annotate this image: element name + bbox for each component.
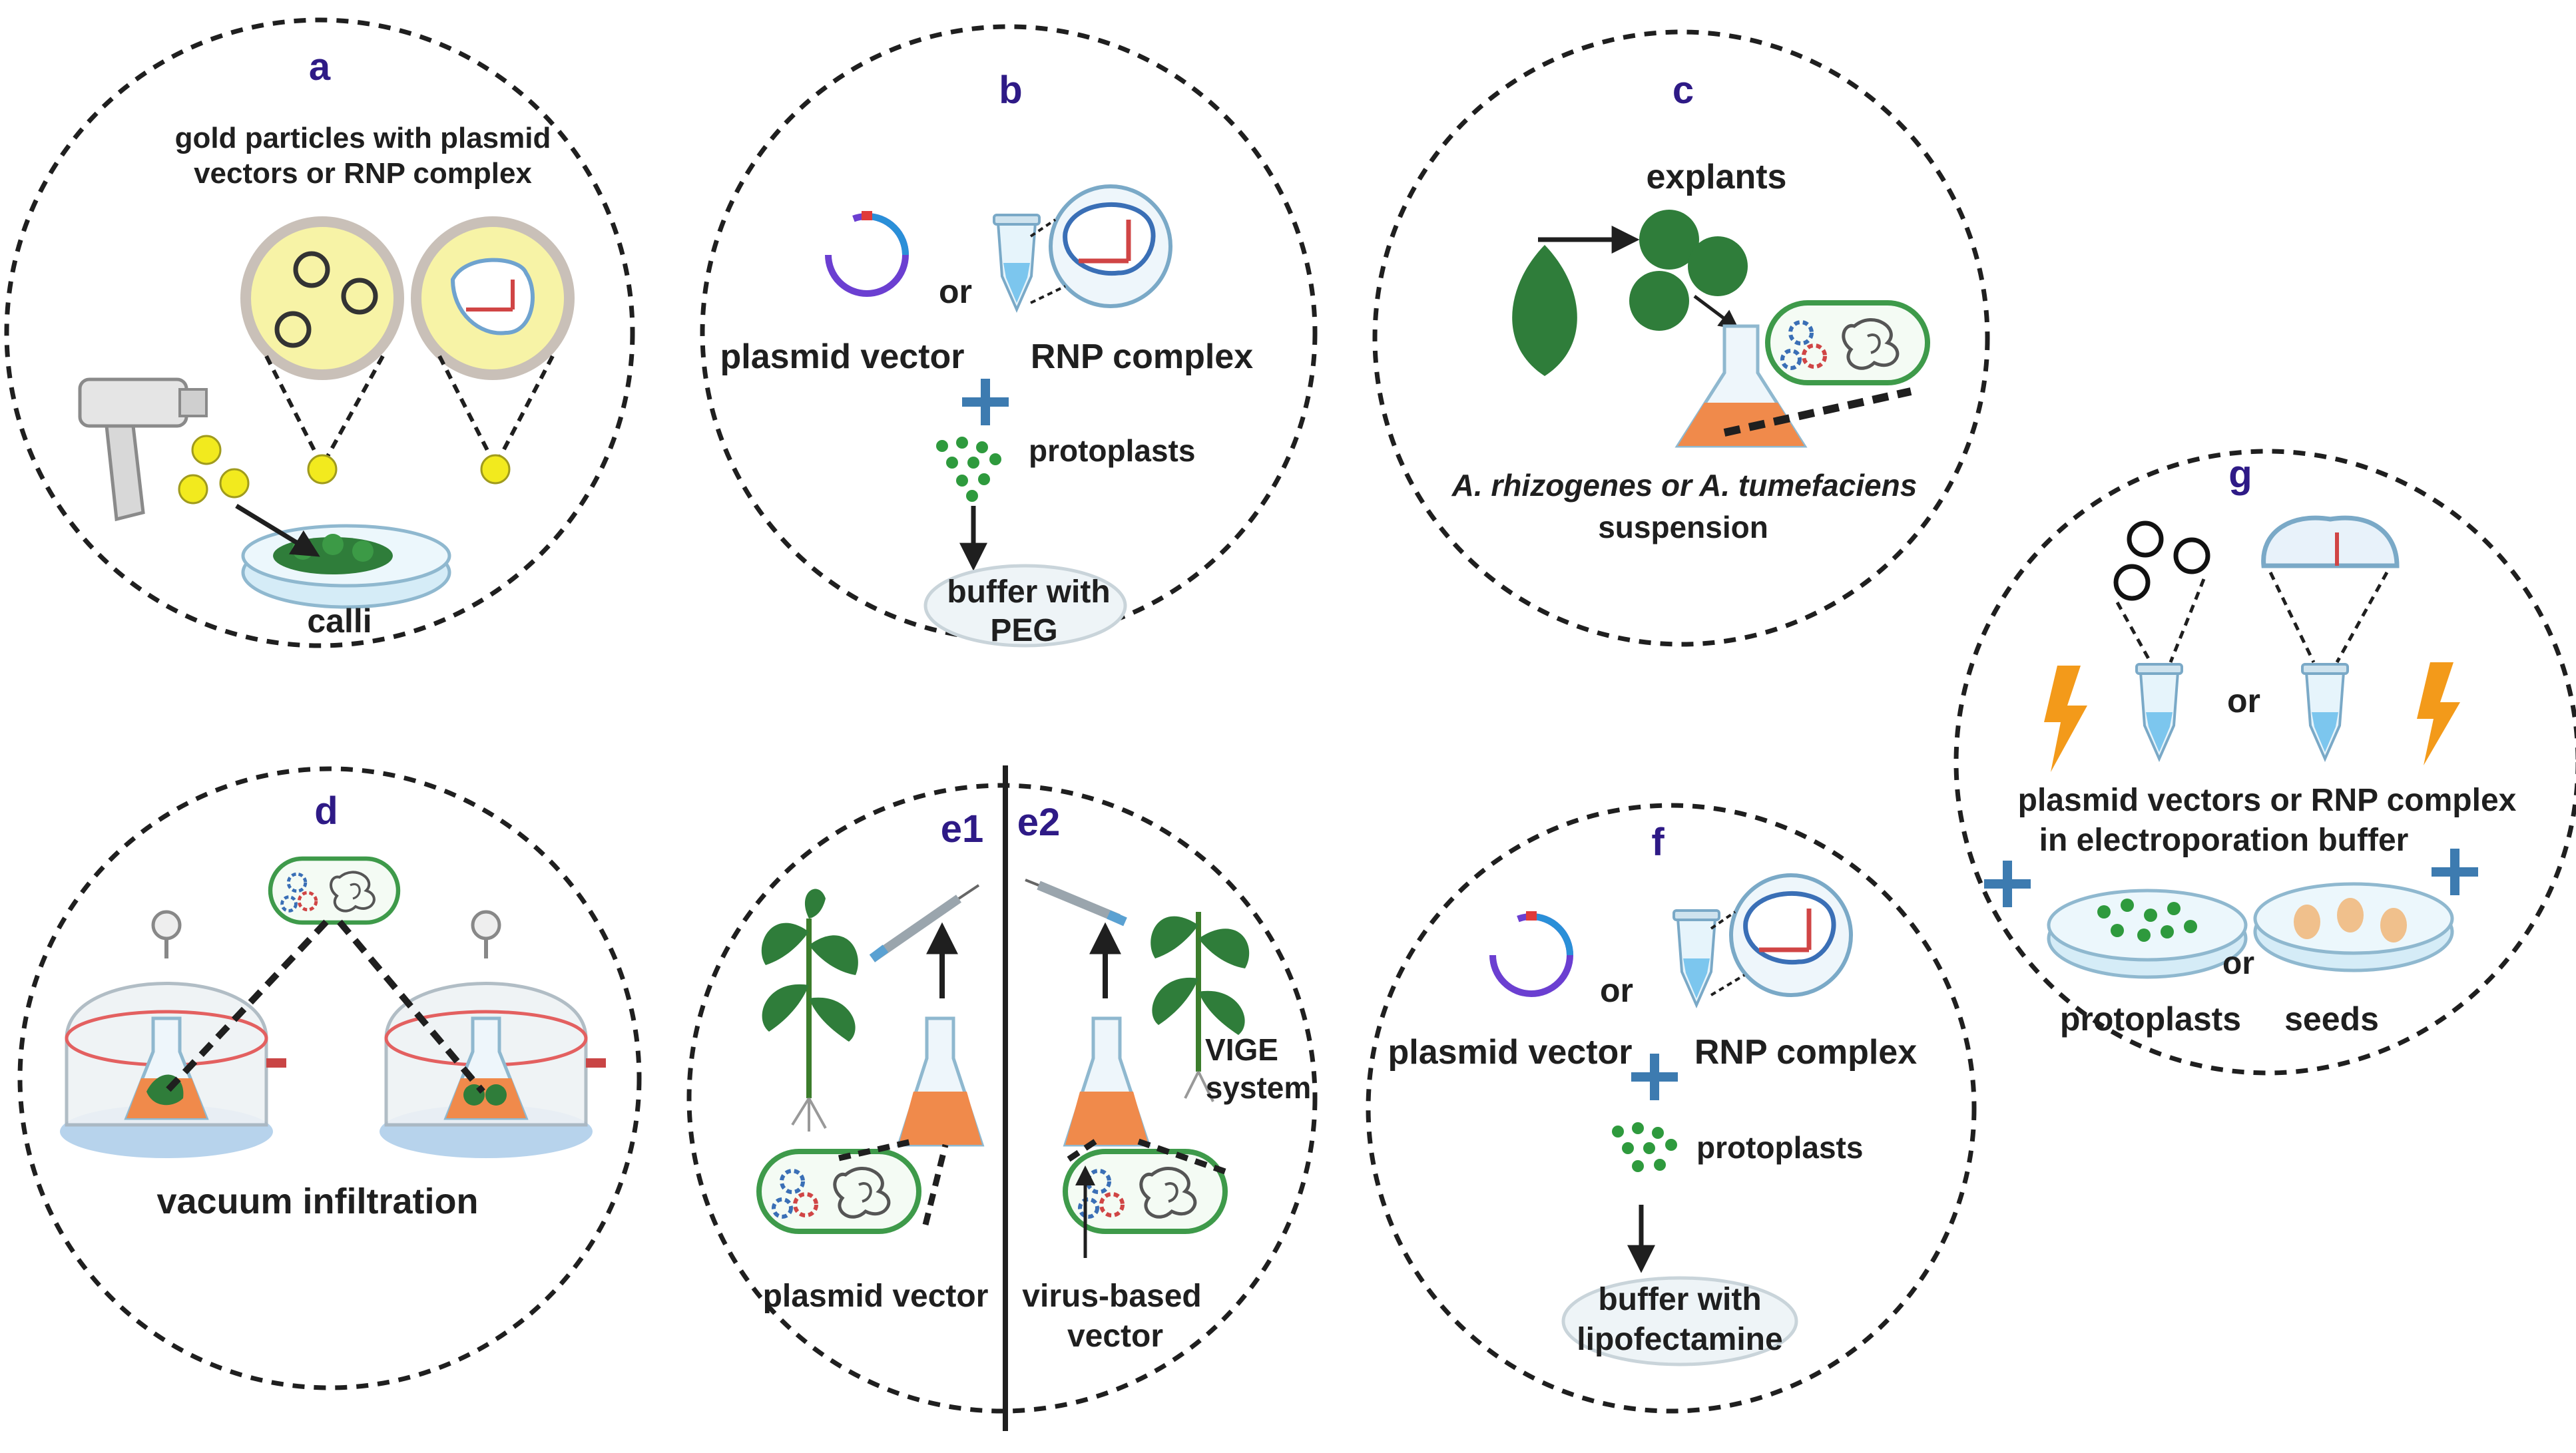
panel-a-letter: a bbox=[309, 45, 331, 89]
tube-icon bbox=[1673, 909, 1720, 1006]
panel-b-cells: protoplasts bbox=[1029, 433, 1195, 468]
petri-dish-calli-icon bbox=[241, 524, 451, 609]
panel-b: b or plasmid vector RNP complex protopla… bbox=[700, 24, 1318, 648]
petri-dish-icon bbox=[1561, 1276, 1798, 1366]
plus-icon bbox=[962, 379, 1009, 425]
panel-g-buffer-line2: in electroporation buffer bbox=[2039, 823, 2409, 858]
panel-e1-letter: e1 bbox=[941, 807, 984, 851]
vacuum-chamber-icon bbox=[60, 910, 286, 1158]
rnp-icon bbox=[1049, 184, 1172, 308]
lightning-icon bbox=[2044, 666, 2087, 772]
panel-e2-caption-line1: virus-based bbox=[1022, 1279, 1201, 1314]
explant-disc-icon bbox=[1639, 210, 1699, 270]
plasmid-small-icon bbox=[2173, 537, 2210, 574]
plant-icon bbox=[761, 889, 858, 1132]
panel-f-letter: f bbox=[1651, 821, 1665, 864]
panel-f-buffer-line2: lipofectamine bbox=[1577, 1322, 1782, 1357]
gold-particle-icon bbox=[480, 454, 511, 485]
protoplast-cluster-icon bbox=[1612, 1122, 1677, 1172]
gold-particle-plasmid-zoom-icon bbox=[240, 216, 404, 380]
panel-g-or-top: or bbox=[2227, 682, 2260, 720]
gene-gun-icon bbox=[78, 377, 208, 522]
seed-icon bbox=[2380, 908, 2407, 942]
plus-icon bbox=[2432, 849, 2478, 895]
panel-b-buffer-line1: buffer with bbox=[947, 574, 1110, 610]
panel-g: g or plasmid vectors or RNP complex in e… bbox=[1953, 449, 2576, 1076]
rnp-icon bbox=[2261, 515, 2400, 568]
plasmid-small-icon bbox=[2127, 520, 2164, 558]
plasmid-small-icon bbox=[2113, 564, 2151, 601]
panel-a-caption-line1: gold particles with plasmid bbox=[175, 122, 551, 154]
panel-g-letter: g bbox=[2228, 453, 2252, 496]
panel-f-buffer-line1: buffer with bbox=[1598, 1282, 1761, 1317]
bacterium-icon bbox=[759, 1151, 919, 1231]
syringe-icon bbox=[1025, 879, 1127, 927]
lightning-icon bbox=[2417, 662, 2460, 765]
panel-d-letter: d bbox=[314, 789, 338, 833]
tube-icon bbox=[2301, 663, 2349, 760]
flask-icon bbox=[896, 1016, 985, 1147]
petri-dish-protoplasts-icon bbox=[2047, 889, 2248, 979]
plasmid-icon bbox=[828, 211, 905, 294]
panel-a: a gold particles with plasmid vectors or… bbox=[4, 17, 635, 648]
seed-icon bbox=[2337, 898, 2364, 933]
gold-particle-icon bbox=[219, 468, 250, 499]
panel-f-left-label: plasmid vector bbox=[1388, 1033, 1632, 1072]
panel-e2-caption-line2: vector bbox=[1067, 1319, 1163, 1354]
plant-icon bbox=[1151, 912, 1250, 1102]
gold-particle-icon bbox=[307, 454, 338, 485]
bacterium-icon bbox=[1768, 303, 1928, 383]
flask-icon bbox=[1063, 1016, 1151, 1147]
panel-b-buffer-line2: PEG bbox=[990, 613, 1057, 648]
explant-disc-icon bbox=[1629, 271, 1689, 331]
petri-dish-icon bbox=[923, 564, 1127, 648]
explant-disc-icon bbox=[1688, 236, 1748, 296]
panel-c: c explants A. rhizogenes or A. tumefacie… bbox=[1372, 29, 1990, 647]
plus-icon bbox=[1984, 861, 2031, 907]
flask-icon bbox=[1674, 324, 1808, 448]
panel-f: f or plasmid vector RNP complex protopla… bbox=[1366, 803, 1977, 1414]
panel-c-bacteria-line2: suspension bbox=[1598, 510, 1768, 544]
panel-a-caption-line2: vectors or RNP complex bbox=[194, 157, 532, 190]
protoplast-cluster-icon bbox=[936, 437, 1001, 502]
panel-d-caption: vacuum infiltration bbox=[156, 1181, 478, 1221]
panel-g-or-bottom: or bbox=[2222, 946, 2254, 981]
panel-e2-system-line1: VIGE bbox=[1205, 1032, 1278, 1067]
panel-c-explants: explants bbox=[1647, 158, 1787, 196]
gold-particle-icon bbox=[191, 435, 222, 465]
panel-e1-caption: plasmid vector bbox=[763, 1279, 989, 1314]
panel-g-buffer-line1: plasmid vectors or RNP complex bbox=[2018, 783, 2517, 818]
petri-dish-seeds-icon bbox=[2253, 882, 2454, 972]
panel-e: e1 e2 plasmid vector bbox=[686, 765, 1318, 1431]
seed-icon bbox=[2294, 905, 2320, 939]
panel-b-letter: b bbox=[999, 69, 1022, 112]
panel-c-letter: c bbox=[1673, 69, 1694, 112]
leaf-icon bbox=[1512, 245, 1577, 376]
plasmid-icon bbox=[1493, 911, 1570, 994]
panel-f-right-label: RNP complex bbox=[1694, 1033, 1917, 1072]
tube-icon bbox=[993, 214, 1041, 311]
panel-e2-system-line2: system bbox=[1206, 1070, 1312, 1105]
vacuum-chamber-icon bbox=[380, 910, 606, 1158]
panel-b-right-label: RNP complex bbox=[1031, 337, 1253, 376]
bacterium-icon bbox=[270, 859, 398, 923]
panel-a-target: calli bbox=[307, 602, 372, 640]
panel-f-or: or bbox=[1600, 972, 1633, 1009]
panel-f-cells: protoplasts bbox=[1696, 1130, 1863, 1165]
panel-d: d vacuum infiltration bbox=[17, 766, 642, 1390]
plus-icon bbox=[1631, 1054, 1678, 1100]
panel-g-left-target: protoplasts bbox=[2060, 1000, 2241, 1038]
panel-e2-letter: e2 bbox=[1017, 801, 1061, 844]
panel-b-left-label: plasmid vector bbox=[720, 337, 964, 376]
panel-g-right-target: seeds bbox=[2284, 1000, 2379, 1038]
gold-particle-icon bbox=[178, 474, 208, 505]
panel-c-bacteria-line1: A. rhizogenes or A. tumefaciens bbox=[1451, 468, 1918, 503]
rnp-icon bbox=[1729, 873, 1853, 997]
panel-b-or: or bbox=[939, 273, 972, 310]
tube-icon bbox=[2135, 663, 2183, 760]
gold-particle-rnp-zoom-icon bbox=[411, 216, 575, 380]
syringe-icon bbox=[869, 884, 980, 962]
